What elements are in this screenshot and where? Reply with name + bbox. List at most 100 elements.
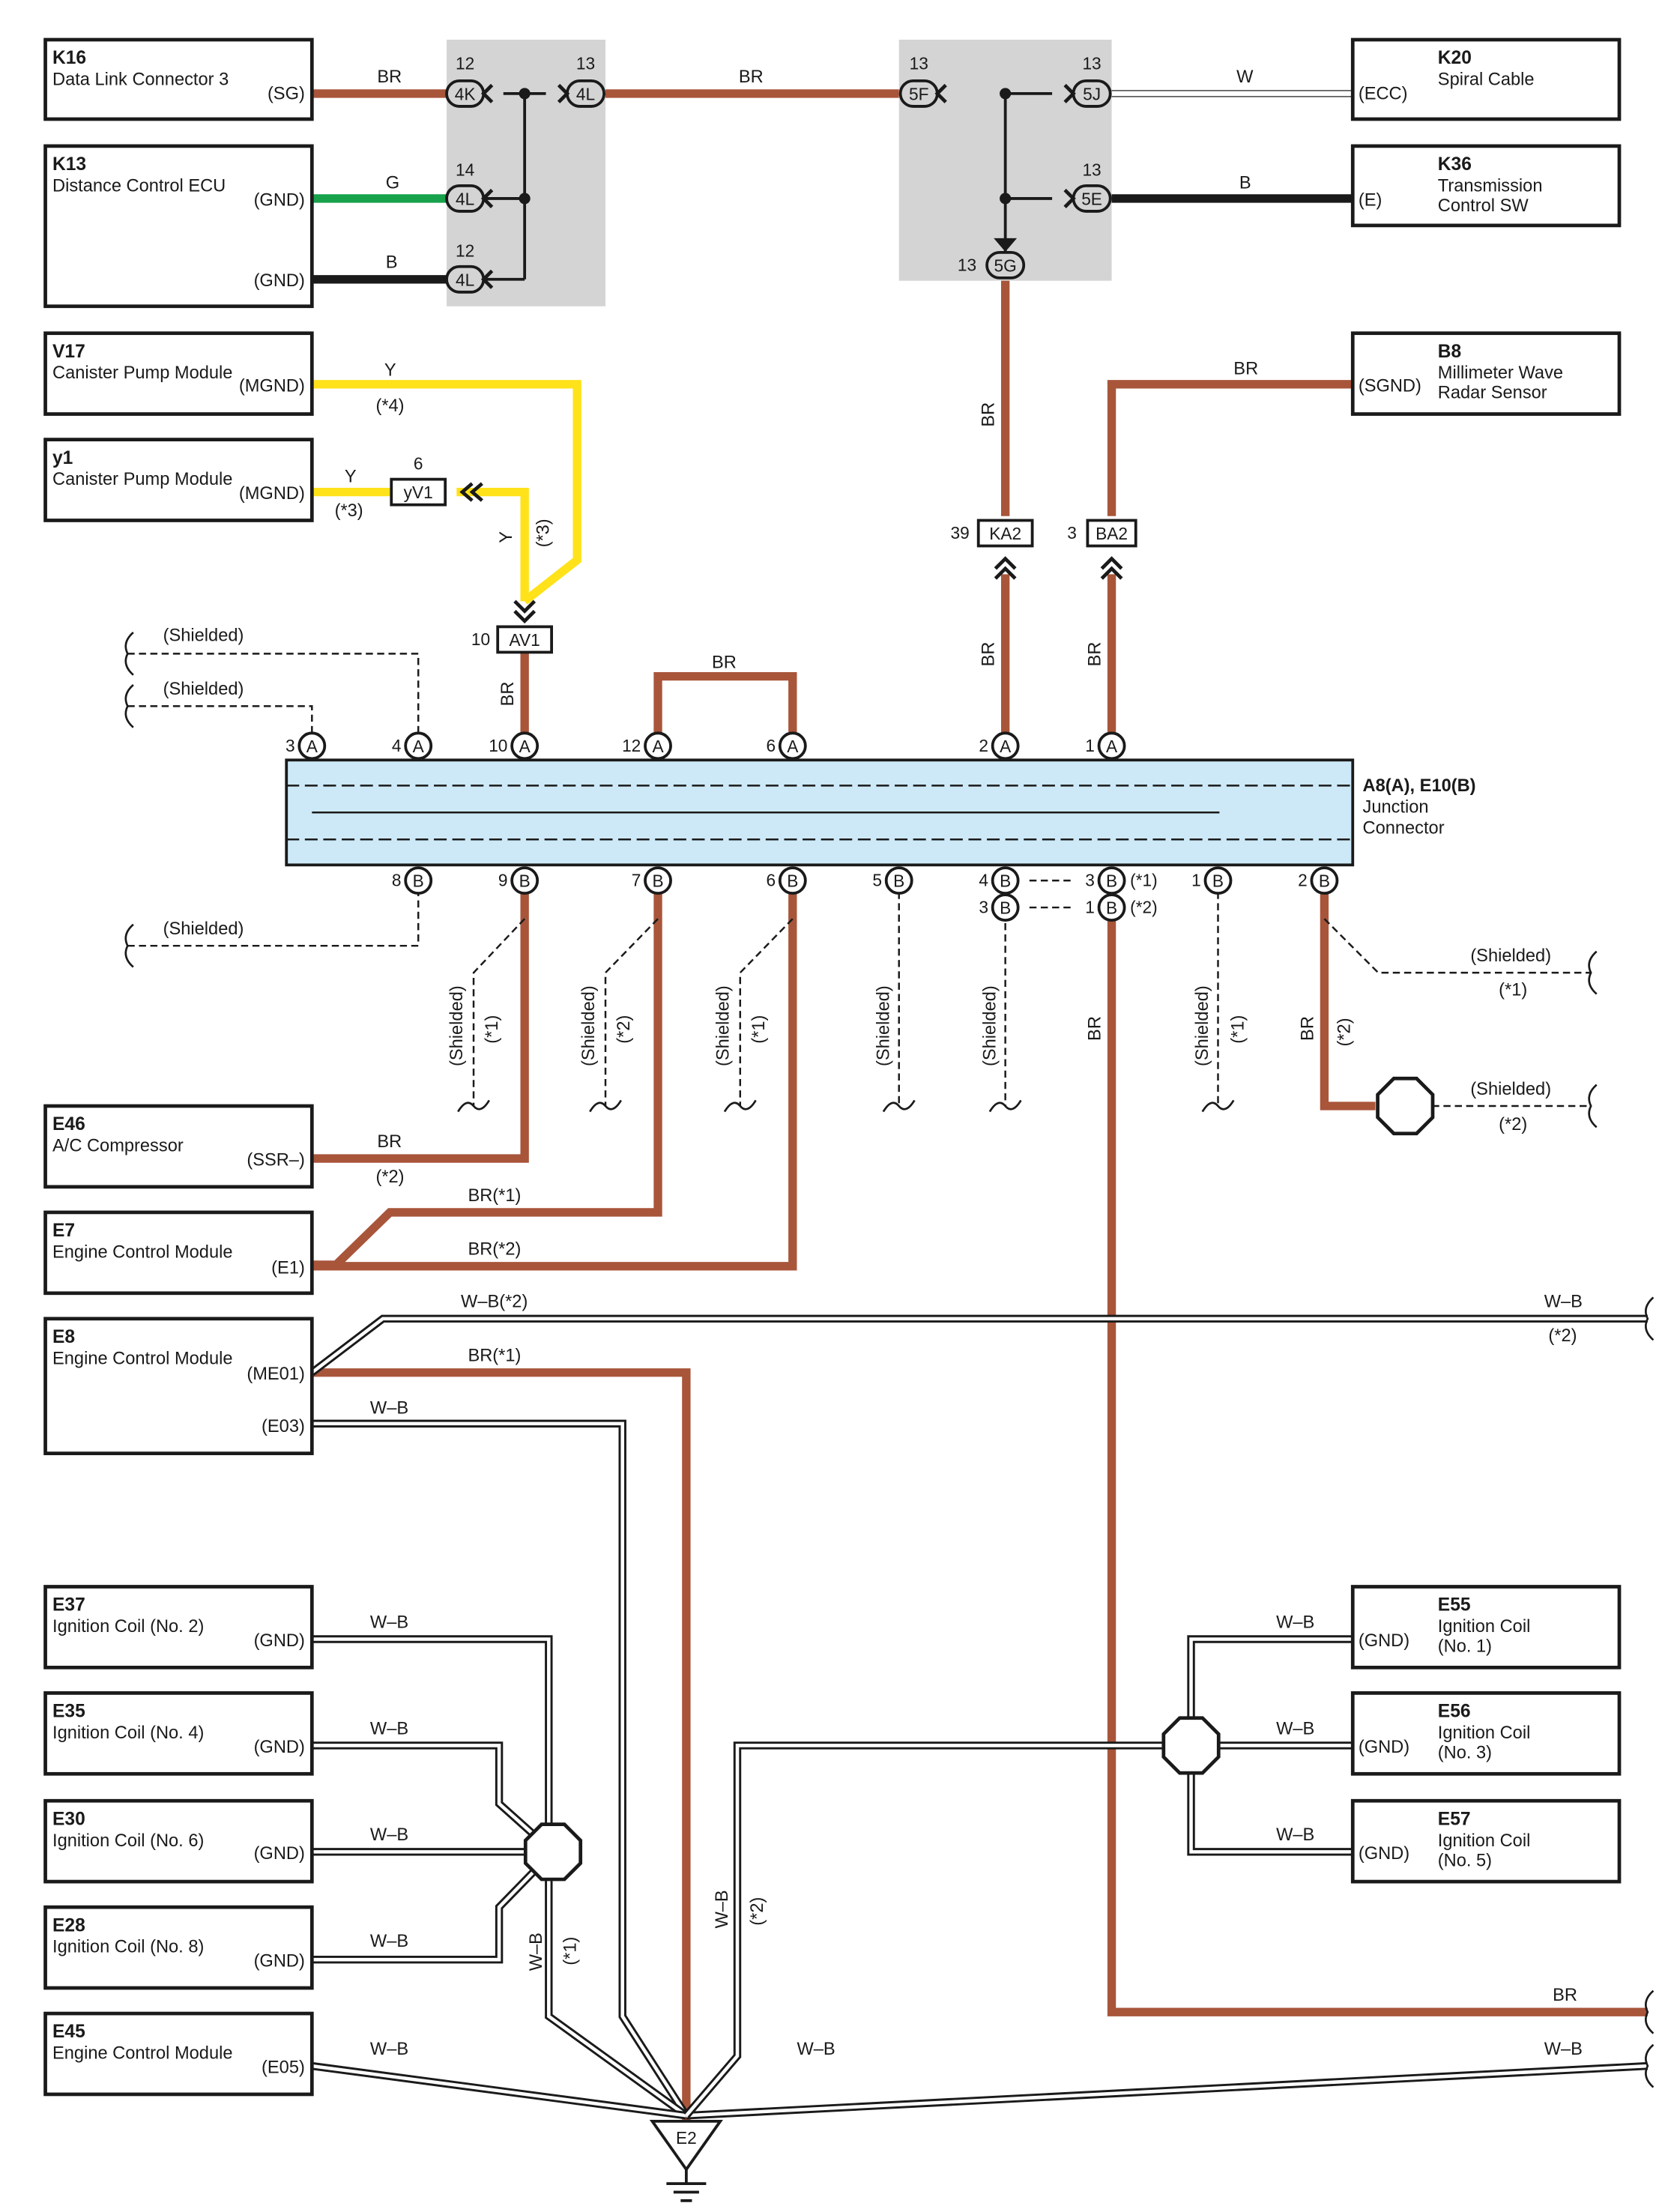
component-pin: (GND): [1359, 1738, 1409, 1757]
wire-splice-right-e2: [685, 1744, 1191, 2117]
wire-label: BR: [739, 67, 764, 87]
wire-note: (*2): [375, 1167, 404, 1187]
component-pin: (SGND): [1359, 376, 1421, 396]
pin-letter: B: [1106, 898, 1117, 918]
connector-arrow: [994, 238, 1018, 252]
connector-arrow: [994, 556, 1017, 580]
wire-label: BR(*1): [468, 1347, 521, 1366]
ground-e2: E2: [649, 2120, 723, 2202]
ground-label: E2: [676, 2128, 697, 2148]
shielded-label: (Shielded): [980, 985, 1000, 1066]
connector-label: AV1: [510, 630, 540, 650]
splice-dot: [1000, 193, 1012, 205]
wire-e37-gnd: [312, 1637, 688, 2118]
component-name: (No. 3): [1438, 1743, 1492, 1762]
wire-label: W–B: [713, 1890, 732, 1928]
connector-pin-number: 14: [456, 160, 474, 180]
component-pin: (MGND): [239, 484, 305, 504]
component-pin: (ECC): [1359, 84, 1408, 103]
wire-label: W–B: [370, 1399, 408, 1418]
component-pin: (SSR–): [247, 1150, 305, 1170]
shield-pin2b: [1323, 918, 1592, 974]
connector-label: 5E: [1081, 189, 1102, 208]
pin-letter: A: [1106, 737, 1118, 756]
pin-1b: [1203, 866, 1233, 895]
component-name: Ignition Coil: [1438, 1617, 1531, 1637]
pin-number: 3: [1085, 871, 1095, 890]
component-e57: [1350, 1798, 1622, 1884]
connector-arrow: [480, 83, 494, 103]
component-e30: [43, 1798, 314, 1884]
component-id: E46: [52, 1114, 85, 1134]
connector-arrow: [934, 83, 947, 103]
connector-pin-number: 10: [471, 629, 490, 649]
component-pin: (E1): [271, 1258, 305, 1278]
shielded-note: (*1): [1229, 1015, 1248, 1044]
pin-number: 1: [1191, 871, 1201, 890]
wire-label: G: [386, 174, 399, 193]
shield-pin7b: [604, 918, 659, 1106]
component-pin: (GND): [254, 1631, 305, 1651]
component-name: Radar Sensor: [1438, 384, 1547, 403]
pin-letter: B: [1000, 898, 1011, 918]
connector-ka2: [976, 519, 1034, 548]
component-pin: (E03): [262, 1417, 305, 1436]
wire-label: W–B: [370, 1825, 408, 1845]
connector-pin-number: 6: [414, 453, 423, 473]
pin-number: 12: [622, 736, 641, 755]
wire-label: BR: [1085, 1016, 1105, 1041]
component-id: K20: [1438, 48, 1472, 68]
pin-number: 5: [872, 871, 882, 890]
shielded-note: (*2): [614, 1015, 634, 1044]
shielded-label: (Shielded): [874, 985, 893, 1066]
pin-letter: A: [519, 737, 531, 756]
pin-letter: A: [306, 737, 318, 756]
pin-note: (*1): [1130, 871, 1158, 890]
wire-continues: [1645, 1989, 1655, 2034]
wire-label: W–B: [370, 1719, 408, 1738]
component-id: K13: [52, 154, 86, 175]
shielded-label: (Shielded): [1193, 985, 1212, 1066]
component-id: E55: [1438, 1595, 1471, 1616]
wire-e2-wb-right: [686, 2064, 1648, 2118]
wire-label: W–B: [1276, 1825, 1314, 1845]
pin-number: 6: [766, 736, 776, 755]
pin-letter: B: [1319, 871, 1330, 891]
wire-pin1b-br: [1107, 882, 1648, 2016]
connector-label: 4L: [456, 270, 474, 289]
connector-label: 4L: [456, 189, 474, 208]
component-name: Ignition Coil (No. 8): [52, 1938, 204, 1957]
component-id: E45: [52, 2022, 85, 2042]
pin-letter: B: [1212, 871, 1224, 891]
wire-label: B: [386, 253, 398, 273]
wire-e35-gnd: [312, 1744, 554, 1854]
shielded-label: (Shielded): [1470, 1080, 1551, 1099]
component-name: (No. 5): [1438, 1851, 1492, 1870]
component-k36: [1350, 144, 1622, 228]
pin-number: 2: [979, 736, 988, 755]
component-y1: [43, 438, 314, 522]
brace: [124, 923, 134, 968]
component-pin: (GND): [254, 271, 305, 291]
wire-label: BR: [1233, 360, 1258, 379]
component-id: E30: [52, 1809, 85, 1829]
wire-e35-gnd: [312, 1741, 556, 1855]
component-e8: [43, 1317, 314, 1455]
component-e37: [43, 1585, 314, 1669]
wire-note: (*3): [534, 519, 553, 547]
component-e56: [1350, 1691, 1622, 1776]
wire-e28-gnd: [312, 1849, 556, 1964]
wire-note: (*2): [748, 1897, 767, 1926]
junction-title: A8(A), E10(B): [1363, 776, 1476, 796]
component-id: y1: [52, 448, 73, 468]
pin-9b: [510, 866, 540, 895]
pin-3b: [991, 893, 1020, 922]
shielded-label: (Shielded): [163, 626, 244, 645]
component-v17: [43, 331, 314, 416]
pin-number: 9: [498, 871, 508, 890]
pin-note: (*2): [1130, 898, 1158, 917]
component-name: Transmission: [1438, 176, 1543, 196]
pin-1b: [1097, 893, 1126, 922]
